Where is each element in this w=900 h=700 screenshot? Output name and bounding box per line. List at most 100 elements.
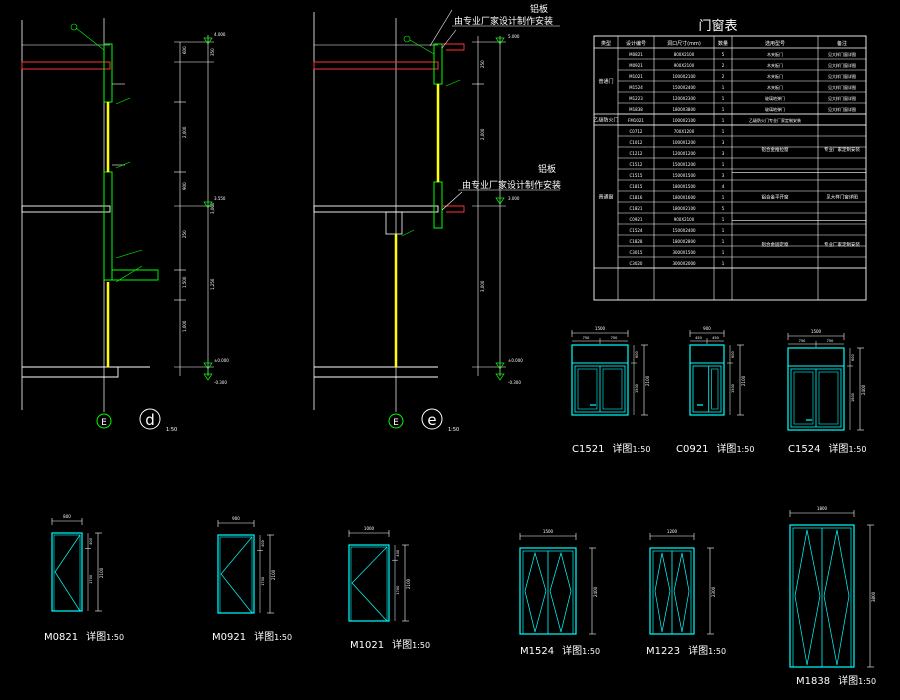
table-cell-note: 见大样门窗详图 [828,51,856,57]
note-vendor-top: 由专业厂家设计制作安装 [454,15,553,27]
svg-text:1,000: 1,000 [182,320,187,332]
section-d-elev-base: -0.300 [214,380,227,385]
section-d-detail-label: d [145,411,155,429]
table-cell: 3 [722,151,725,156]
table-cell: 1500X2400 [672,85,696,90]
detail-sub-dim: 450 [712,336,719,340]
table-merged-spec: 铝合金平开窗 [762,194,789,201]
table-cell-spec: 木夹板门 [767,73,783,79]
detail-height-dim: 2400 [593,586,598,597]
detail-sub-dim: 450 [695,336,702,340]
detail-sub-height: 600 [731,351,735,358]
table-merged-spec: 铝合金固定窗 [762,241,789,248]
detail-height-dim: 2100 [741,375,746,386]
detail-width-dim: 1500 [543,529,554,534]
table-cell: 1 [722,162,725,167]
section-d-elev-ground: ±0.000 [214,358,229,363]
detail-sub-height: 400 [396,550,400,557]
svg-text:250: 250 [480,60,485,68]
detail-frame [51,532,83,612]
table-header-0: 类型 [601,40,611,47]
table-cell-spec: 木夹板门 [767,84,783,90]
table-cell: 1000X2100 [672,74,696,79]
table-cell: 700X1200 [674,129,695,134]
table-cell: C1821 [630,206,643,211]
detail-width-dim: 1500 [595,326,606,331]
table-cell: 1000X2100 [672,118,696,123]
section-e-detail-label: e [427,411,436,429]
section-d-detail-bubble [139,408,161,430]
table-cell: M0821 [629,52,643,57]
table-group-type: 普通门 [598,78,613,85]
detail-sub-dim: 750 [799,339,806,343]
table-cell: 1 [722,250,725,255]
detail-frame [217,534,255,614]
section-e-mid-slab [313,205,439,213]
table-cell: 2 [722,63,725,68]
table-cell: C0712 [630,129,643,134]
detail-sub-height: 1700 [261,577,265,586]
table-cell: C1512 [630,162,643,167]
section-e: E e 1:50 2,000 3,000 250 5.000 3.000 [313,3,561,433]
detail-sub-height: 400 [261,540,265,547]
table-header-2: 洞口尺寸(mm) [667,40,701,47]
detail-sub-height: 1800 [851,393,855,402]
table-header-5: 备注 [837,40,847,47]
table-cell: C1212 [630,151,643,156]
detail-sub-height: 600 [851,354,855,361]
table-cell: C3020 [630,261,643,266]
table-cell-spec: 乙级防火门专业厂家定制安装 [749,117,801,123]
detail-width-dim: 900 [232,516,240,521]
table-cell: 1500X1500 [672,173,696,178]
detail-sub-dim: 750 [611,336,618,340]
svg-text:±0.000: ±0.000 [508,358,523,363]
table-merged-note: 见大样门窗详图 [826,194,858,201]
table-cell: 900X2100 [674,217,695,222]
detail-width-dim: 1800 [817,506,828,511]
detail-frame [571,344,629,416]
detail-sub-height: 1700 [396,586,400,595]
table-cell: 800X2100 [674,52,695,57]
section-e-aluminum-mid [442,205,465,213]
table-merged-spec: 铝合金推拉窗 [762,146,789,153]
table-cell: 1800X1600 [672,195,696,200]
detail-height-dim: 2100 [406,578,411,589]
svg-text:250: 250 [182,230,187,238]
detail-width-dim: 800 [63,514,71,519]
svg-text:-0.300: -0.300 [508,380,521,385]
table-cell: M0921 [629,63,643,68]
detail-height-dim: 2100 [645,375,650,386]
detail-sub-height: 600 [635,351,639,358]
table-cell: C1816 [630,195,643,200]
svg-text:350: 350 [210,48,215,56]
table-cell: 1 [722,118,725,123]
table-cell: 1 [722,217,725,222]
section-d-lower-wall [103,171,113,281]
table-cell-note: 见大样门窗详图 [828,95,856,101]
table-merged-note: 专业厂家定制安装 [824,241,860,248]
table-cell: M1223 [629,96,643,101]
table-cell-spec: 木夹板门 [767,51,783,57]
table-cell: 1 [722,85,725,90]
section-d-scale: 1:50 [166,427,177,433]
table-cell: C1524 [630,228,643,233]
section-d: E d 1:50 600 2,000 900 250 [21,18,229,433]
table-cell: 1500X1200 [672,162,696,167]
table-frame [593,35,867,301]
section-d-elev-top: 4.000 [214,32,226,37]
table-cell: C1515 [630,173,643,178]
table-cell-spec: 木夹板门 [767,62,783,68]
table-cell: M1838 [629,107,643,112]
detail-sub-dim: 750 [827,339,834,343]
